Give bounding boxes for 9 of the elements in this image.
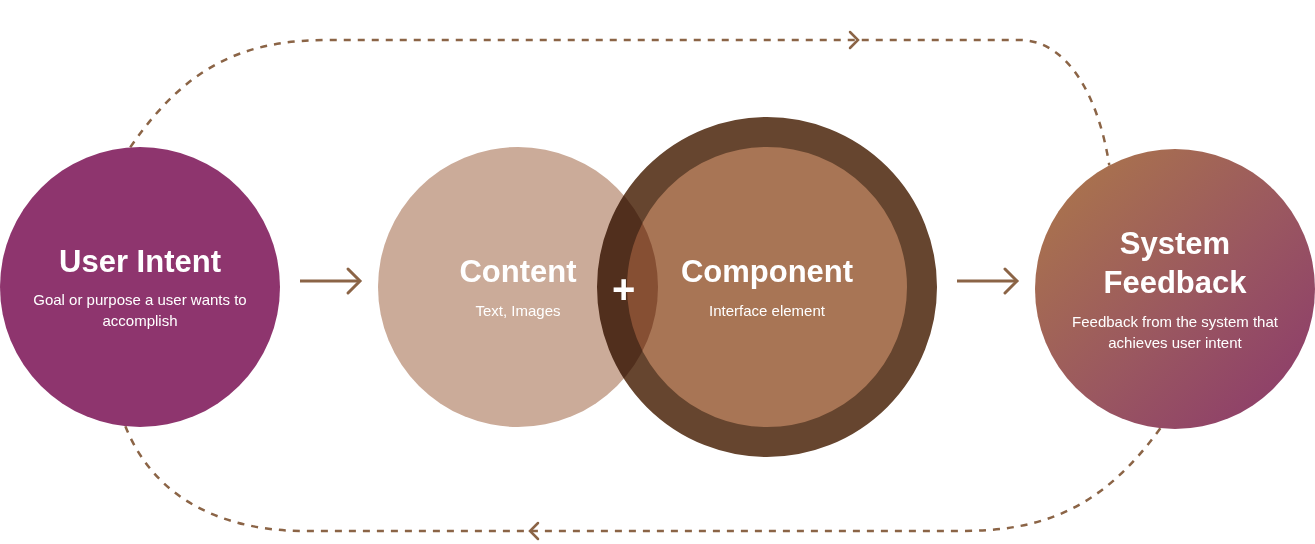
plus-sign: +: [612, 269, 636, 309]
node-title: Content: [459, 253, 577, 292]
node-title: System Feedback: [1102, 225, 1248, 302]
node-description: Goal or purpose a user wants to accomplish: [32, 290, 248, 332]
node-description: Text, Images: [475, 300, 561, 321]
node-title: Component: [680, 253, 854, 292]
node-title: User Intent: [59, 242, 221, 281]
node-description: Interface element: [709, 300, 825, 321]
node-description: Feedback from the system that achieves user intent: [1071, 311, 1279, 353]
